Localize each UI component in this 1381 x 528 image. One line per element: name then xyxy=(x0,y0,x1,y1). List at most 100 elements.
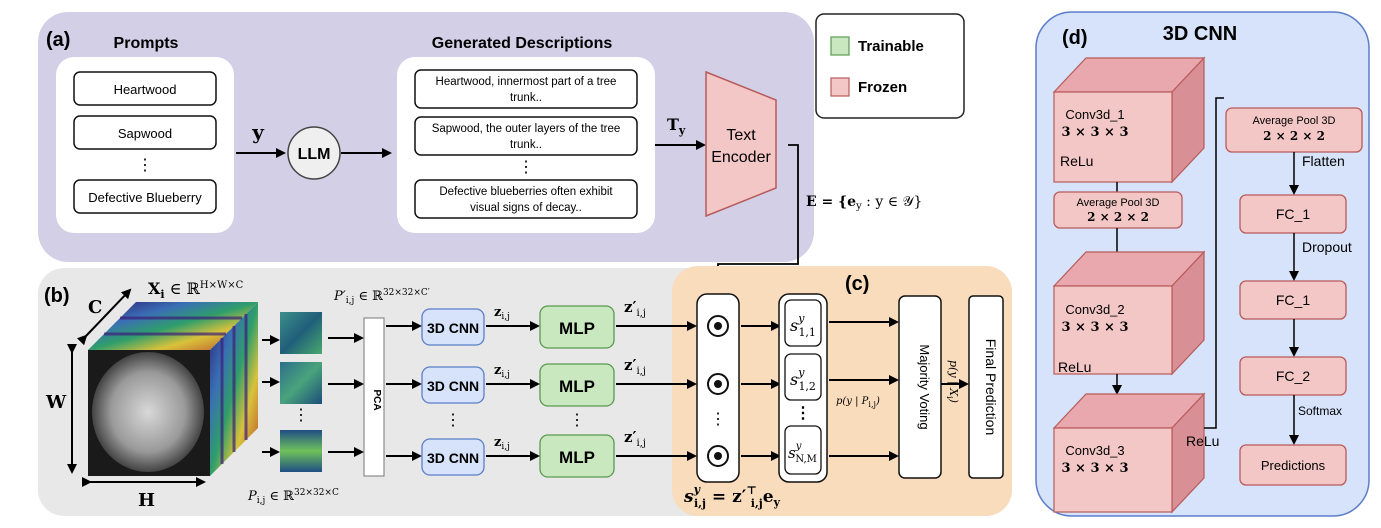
patch-3 xyxy=(280,430,322,472)
score-box-3 xyxy=(784,425,822,475)
description-sapwood-line2: trunk.. xyxy=(510,139,542,151)
h-label: H xyxy=(138,490,155,511)
softmax-label: Softmax xyxy=(1298,404,1342,418)
text-encoder-line1: Text xyxy=(726,127,756,144)
mlp-block-2 xyxy=(539,363,615,407)
description-blueberry-line2: visual signs of decay.. xyxy=(470,202,582,214)
zprime-label-3: z′i,j xyxy=(624,428,646,449)
cnn-label-2: 3D CNN xyxy=(427,378,479,394)
blueberry-image xyxy=(92,352,204,472)
cnn-label-3: 3D CNN xyxy=(427,450,479,466)
text-encoder xyxy=(705,70,777,218)
prompts-title: Prompts xyxy=(114,35,179,52)
prompt-ellipsis: ⋮ xyxy=(137,157,153,174)
prompt-blueberry: Defective Blueberry xyxy=(88,190,202,205)
relu-label-1: ReLu xyxy=(1060,153,1093,169)
legend-frozen: Frozen xyxy=(858,79,907,96)
conv3d-2-label: Conv3d_2 xyxy=(1065,302,1124,317)
conv3d-3-label: Conv3d_3 xyxy=(1065,443,1124,458)
fc1-label-b: FC_1 xyxy=(1276,292,1310,308)
conv3d-2-cube xyxy=(1052,250,1206,376)
panel-a-tag: (a) xyxy=(46,29,70,51)
p-label: Pi,j ∈ ℝ32×32×C xyxy=(247,488,339,506)
line-conv3-to-pool2 xyxy=(1204,97,1224,429)
cnn-block-2 xyxy=(421,366,485,404)
row-3: 3D CNN zi,j MLP z′i,j xyxy=(386,428,697,478)
xi-label: Xi ∈ ℝH×W×C xyxy=(148,279,244,301)
patch-1 xyxy=(280,312,322,354)
final-prediction-label: Final Prediction xyxy=(983,339,999,436)
conv3d-1-cube xyxy=(1052,56,1206,184)
panel-c-tag: (c) xyxy=(845,273,869,295)
avg-pool-1-label: Average Pool 3D xyxy=(1077,197,1160,209)
row-1: 3D CNN zi,j MLP z′i,j xyxy=(386,298,697,349)
fc1-block-b xyxy=(1239,280,1347,320)
mlp-label-1: MLP xyxy=(559,319,595,338)
avg-pool-1-size: 2 × 2 × 2 xyxy=(1087,210,1149,224)
legend-frozen-swatch xyxy=(830,77,850,97)
dot-product-3-center xyxy=(714,452,722,460)
zprime-label-1: z′i,j xyxy=(624,298,646,319)
score-ellipsis: ⋮ xyxy=(795,405,811,422)
avg-pool-1 xyxy=(1053,191,1183,229)
patch-ellipsis: ⋮ xyxy=(293,407,309,424)
prob2-label: p(y | Xi) xyxy=(945,360,960,403)
hyperspectral-cube xyxy=(88,302,258,476)
legend-trainable: Trainable xyxy=(858,38,924,55)
row-2: 3D CNN zi,j MLP z′i,j xyxy=(386,356,697,407)
conv3d-3-kernel: 3 × 3 × 3 xyxy=(1061,461,1128,476)
description-sapwood-box xyxy=(414,116,638,156)
majority-voting-block xyxy=(898,295,942,479)
cnn-block-3 xyxy=(421,438,485,476)
z-label-1: zi,j xyxy=(494,305,510,322)
fc1-label-a: FC_1 xyxy=(1276,206,1310,222)
legend-trainable-swatch xyxy=(830,36,850,56)
cnn-ellipsis: ⋮ xyxy=(445,412,461,429)
mlp-block-3 xyxy=(539,434,615,478)
mlp-block-1 xyxy=(539,305,615,349)
cnn-label-1: 3D CNN xyxy=(427,320,479,336)
description-heartwood-line2: trunk.. xyxy=(510,92,542,104)
prompt-heartwood: Heartwood xyxy=(114,82,177,97)
z-label-2: zi,j xyxy=(494,363,510,380)
panel-d-title: 3D CNN xyxy=(1163,23,1237,45)
llm-node xyxy=(287,126,341,180)
prompt-sapwood: Sapwood xyxy=(118,126,172,141)
score-box-1 xyxy=(784,299,822,347)
e-set-label: E = {ey : y ∈ 𝒴} xyxy=(806,194,922,212)
description-heartwood-line1: Heartwood, innermost part of a tree xyxy=(436,76,617,88)
description-blueberry-box xyxy=(414,179,638,219)
relu-label-3: ReLu xyxy=(1186,433,1219,449)
description-ellipsis: ⋮ xyxy=(518,159,534,176)
description-blueberry-line1: Defective blueberries often exhibit xyxy=(439,186,613,198)
avg-pool-2-label: Average Pool 3D xyxy=(1253,115,1336,127)
conv3d-3-cube xyxy=(1052,392,1206,514)
mlp-ellipsis: ⋮ xyxy=(569,412,585,429)
final-prediction-block xyxy=(968,295,1004,479)
conv3d-1-kernel: 3 × 3 × 3 xyxy=(1061,125,1128,140)
description-sapwood-line1: Sapwood, the outer layers of the tree xyxy=(432,123,621,135)
c-dimension-arrow xyxy=(76,288,132,346)
text-encoder-line2: Encoder xyxy=(711,149,771,166)
descriptions-title: Generated Descriptions xyxy=(432,35,613,52)
conv3d-2-kernel: 3 × 3 × 3 xyxy=(1061,320,1128,335)
flatten-label: Flatten xyxy=(1302,153,1345,169)
relu-label-2: ReLu xyxy=(1058,359,1091,375)
avg-pool-2-size: 2 × 2 × 2 xyxy=(1263,129,1325,143)
mlp-label-2: MLP xyxy=(559,377,595,396)
predictions-block xyxy=(1239,444,1347,486)
patch-2 xyxy=(280,362,322,404)
y-label: y xyxy=(251,120,265,144)
zprime-label-2: z′i,j xyxy=(624,356,646,377)
majority-voting-label: Majority Voting xyxy=(917,344,932,429)
cnn-block-1 xyxy=(421,308,485,346)
pca-block xyxy=(363,317,385,477)
dot-product-1-center xyxy=(714,322,722,330)
prob-label: p(y | Pi,j) xyxy=(836,396,880,409)
fc1-block-a xyxy=(1239,194,1347,234)
